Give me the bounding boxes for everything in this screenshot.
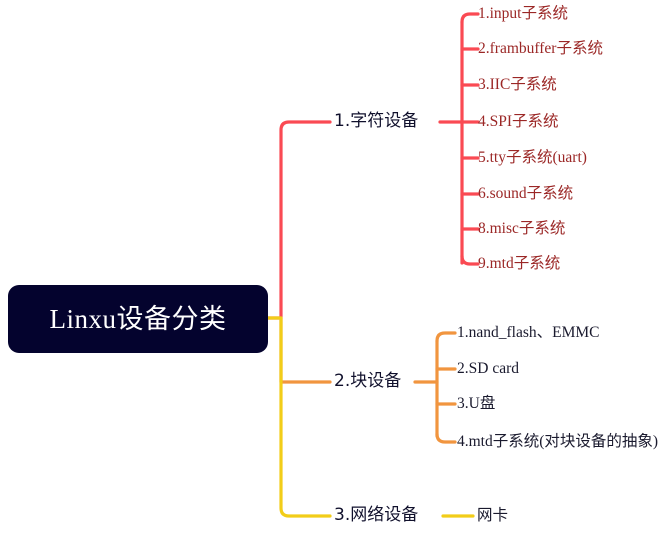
trunk-to-network-device bbox=[266, 316, 332, 518]
branch-label-network-device[interactable]: 3.网络设备 bbox=[334, 505, 419, 525]
leaf-char-device-8[interactable]: 9.mtd子系统 bbox=[478, 255, 561, 272]
branch-label-block-device[interactable]: 2.块设备 bbox=[334, 371, 402, 391]
trunk-to-char-device bbox=[266, 120, 332, 320]
leaf-char-device-5[interactable]: 5.tty子系统(uart) bbox=[478, 149, 587, 166]
trunk-to-block-device bbox=[279, 316, 332, 384]
leaf-block-device-2[interactable]: 2.SD card bbox=[457, 360, 519, 377]
leaf-char-device-1[interactable]: 1.input子系统 bbox=[478, 5, 568, 22]
leaf-char-device-4[interactable]: 4.SPI子系统 bbox=[478, 113, 559, 130]
leaf-char-device-6[interactable]: 6.sound子系统 bbox=[478, 185, 574, 202]
leaf-block-device-4[interactable]: 4.mtd子系统(对块设备的抽象) bbox=[457, 433, 659, 450]
leaf-char-device-7[interactable]: 8.misc子系统 bbox=[478, 220, 566, 237]
branch-label-char-device[interactable]: 1.字符设备 bbox=[334, 111, 419, 131]
root-node-label: Linxu设备分类 bbox=[49, 303, 227, 334]
char-leaf-connector-1 bbox=[460, 12, 480, 24]
leaf-char-device-3[interactable]: 3.IIC子系统 bbox=[478, 76, 557, 93]
root-node[interactable]: Linxu设备分类 bbox=[8, 285, 268, 353]
leaf-network-device-1[interactable]: 网卡 bbox=[477, 507, 509, 524]
block-leaf-connector-4 bbox=[435, 432, 457, 444]
char-leaf-connector-8 bbox=[460, 254, 480, 266]
leaf-block-device-3[interactable]: 3.U盘 bbox=[457, 395, 496, 412]
block-leaf-connector-1 bbox=[435, 331, 457, 343]
leaf-char-device-2[interactable]: 2.frambuffer子系统 bbox=[478, 40, 603, 57]
leaf-block-device-1[interactable]: 1.nand_flash、EMMC bbox=[457, 324, 600, 341]
